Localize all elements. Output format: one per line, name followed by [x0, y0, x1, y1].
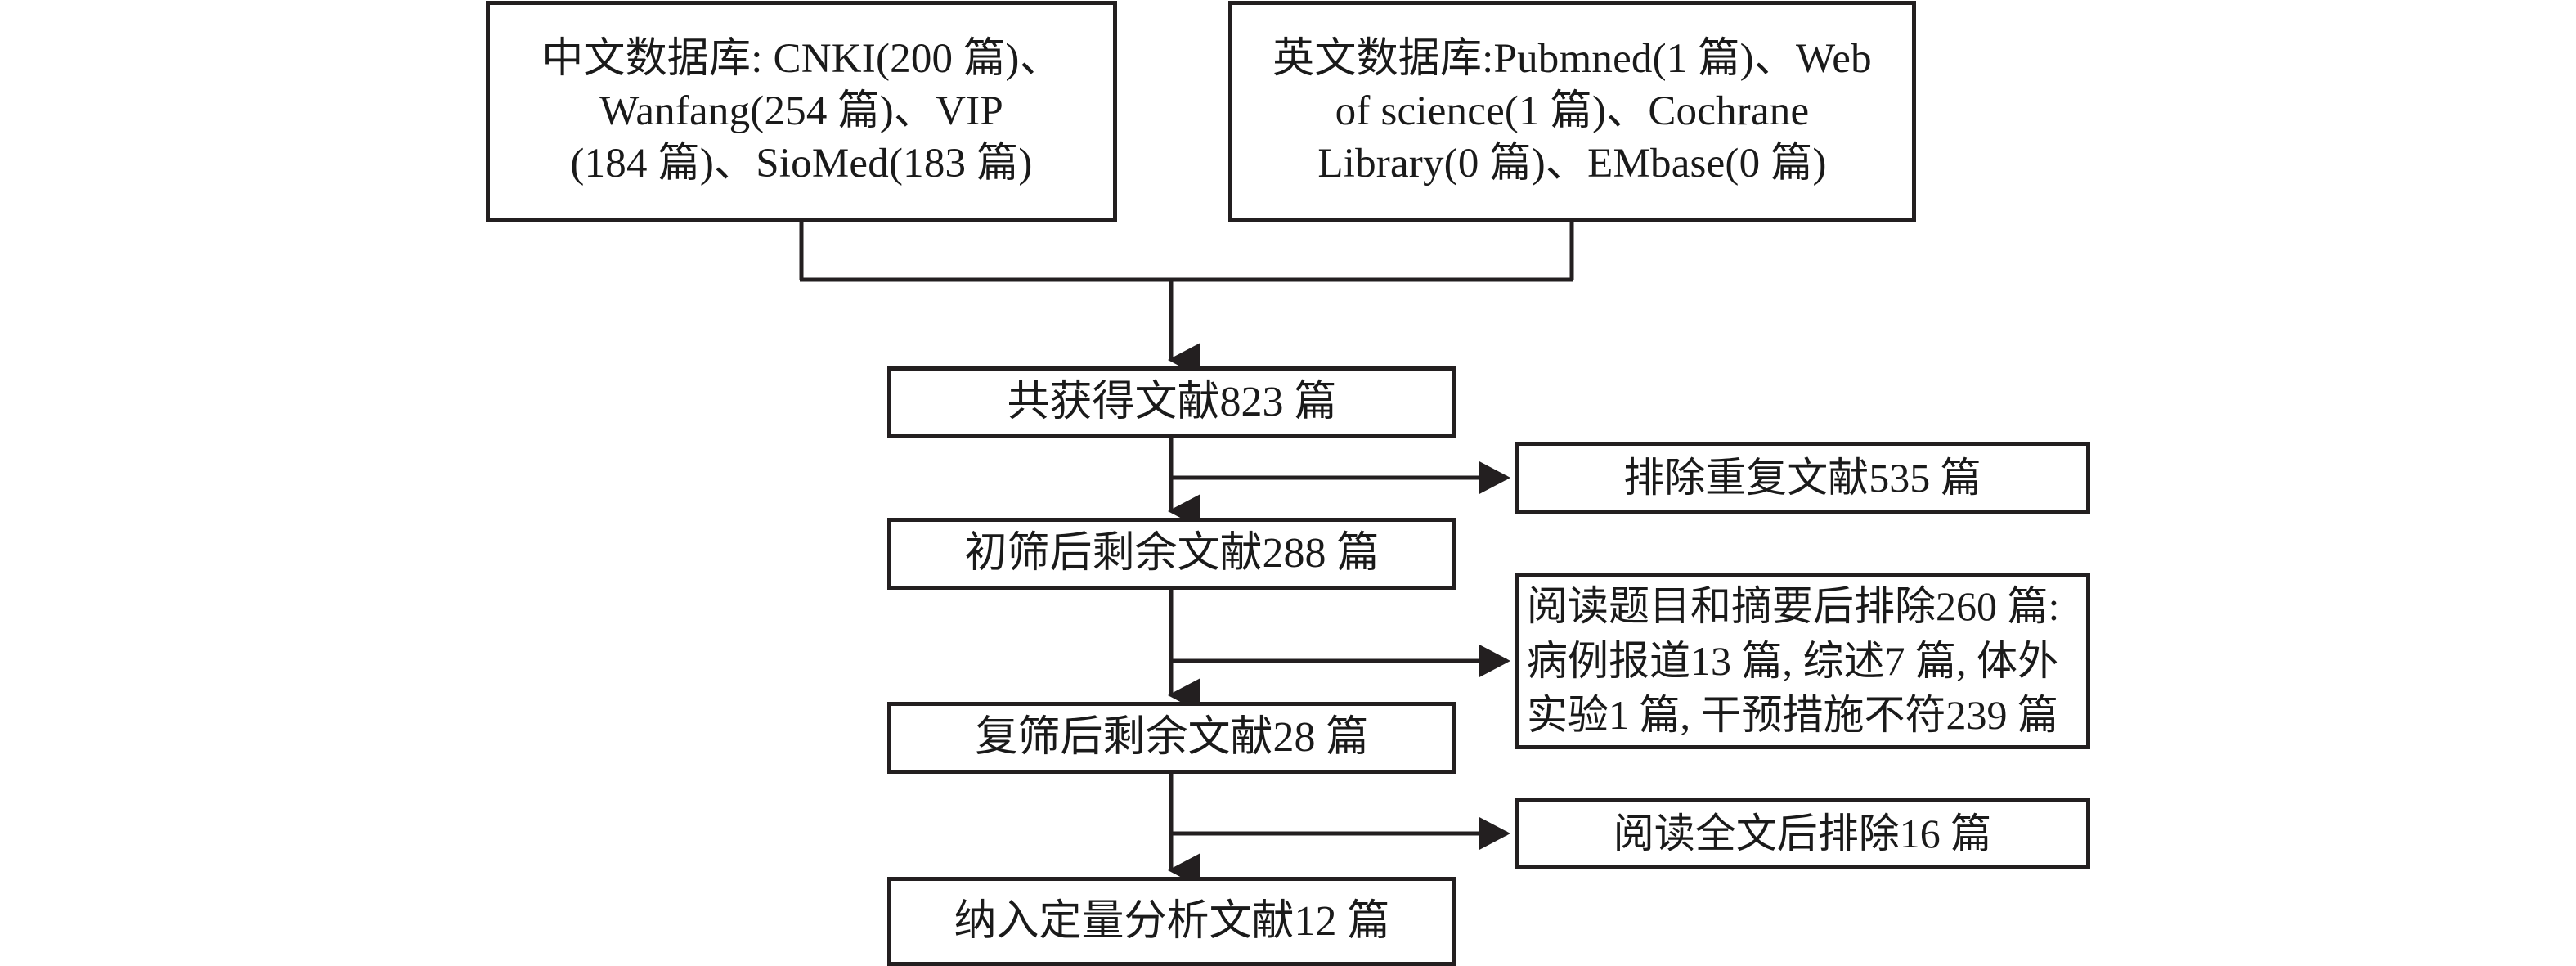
- source-box-english-databases: 英文数据库:Pubmned(1 篇)、Web of science(1 篇)、C…: [1228, 1, 1916, 222]
- exclusion-box-full-text: 阅读全文后排除16 篇: [1515, 798, 2090, 869]
- stage-box-included-quantitative: 纳入定量分析文献12 篇: [887, 877, 1456, 966]
- stage-box-total-retrieved: 共获得文献823 篇: [887, 366, 1456, 438]
- exclusion-box-title-abstract: 阅读题目和摘要后排除260 篇: 病例报道13 篇, 综述7 篇, 体外 实验1…: [1515, 573, 2090, 749]
- source-box-chinese-databases: 中文数据库: CNKI(200 篇)、 Wanfang(254 篇)、VIP (…: [486, 1, 1117, 222]
- exclusion-box-duplicates: 排除重复文献535 篇: [1515, 442, 2090, 514]
- stage-box-after-primary-screening: 初筛后剩余文献288 篇: [887, 518, 1456, 590]
- stage-box-after-secondary-screening: 复筛后剩余文献28 篇: [887, 702, 1456, 774]
